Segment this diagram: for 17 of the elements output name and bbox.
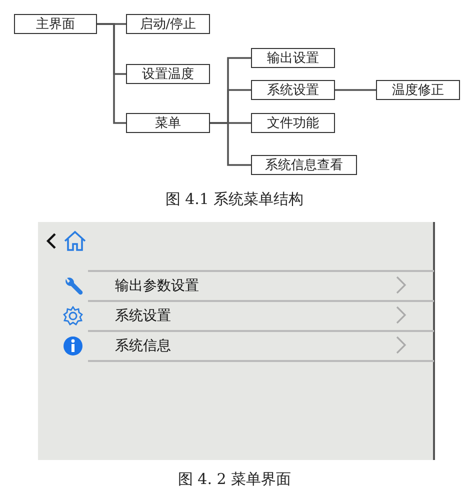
connector-line (210, 122, 251, 166)
menu-item-text: 系统设置 (115, 307, 171, 325)
menu-box: 输出设置 (251, 48, 335, 68)
menu-box: 主界面 (14, 14, 97, 34)
connector-line (335, 89, 376, 91)
menu-box: 温度修正 (376, 80, 460, 100)
menu-box: 系统信息查看 (251, 155, 357, 175)
connector-line (97, 23, 126, 124)
figure-caption: 图 4.1 系统菜单结构 (165, 190, 304, 208)
menu-box: 菜单 (126, 113, 210, 133)
figure-caption: 图 4. 2 菜单界面 (178, 470, 292, 488)
menu-box: 文件功能 (251, 113, 335, 133)
menu-box: 设置温度 (126, 64, 210, 84)
menu-item-text: 输出参数设置 (115, 277, 199, 295)
menu-box: 系统设置 (251, 80, 335, 100)
menu-box: 启动/停止 (126, 14, 210, 34)
menu-item-text: 系统信息 (115, 337, 171, 355)
